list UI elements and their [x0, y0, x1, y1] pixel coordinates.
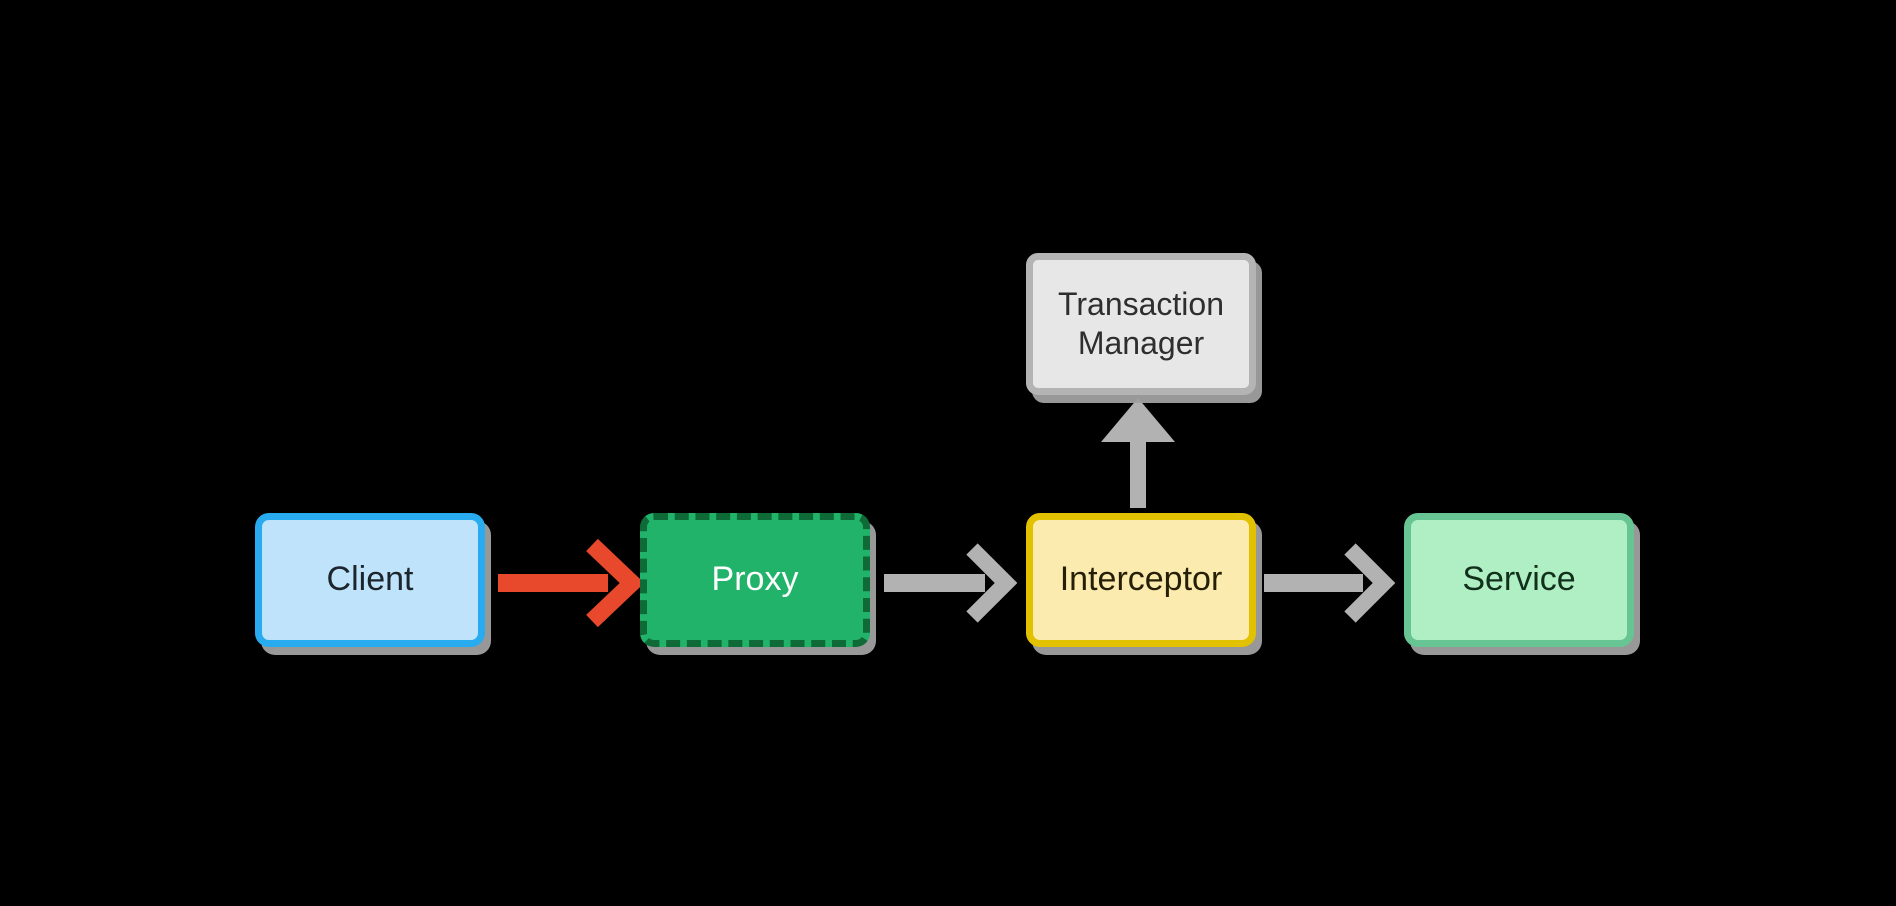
node-proxy[interactable]: Proxy: [640, 513, 870, 647]
edge-client-to-proxy[interactable]: [498, 538, 645, 628]
edge-client-to-proxy-arrowhead: [586, 538, 645, 628]
node-service-label: Service: [1462, 560, 1576, 599]
node-interceptor-label: Interceptor: [1059, 560, 1223, 599]
node-interceptor[interactable]: Interceptor: [1026, 513, 1256, 647]
edge-proxy-to-interceptor-arrowhead: [966, 543, 1018, 623]
node-transaction-manager-label: Transaction Manager: [1058, 285, 1224, 361]
edge-interceptor-to-service-arrowhead: [1344, 543, 1396, 623]
edge-interceptor-to-transaction-manager[interactable]: [1101, 398, 1175, 508]
edge-proxy-to-interceptor[interactable]: [884, 543, 1018, 623]
edge-interceptor-to-service[interactable]: [1264, 543, 1396, 623]
node-proxy-label: Proxy: [711, 560, 799, 599]
node-client-label: Client: [326, 560, 414, 599]
node-transaction-manager[interactable]: Transaction Manager: [1026, 253, 1256, 395]
edge-interceptor-to-transaction-manager-arrowhead: [1101, 398, 1175, 442]
node-client[interactable]: Client: [255, 513, 485, 647]
node-service[interactable]: Service: [1404, 513, 1634, 647]
